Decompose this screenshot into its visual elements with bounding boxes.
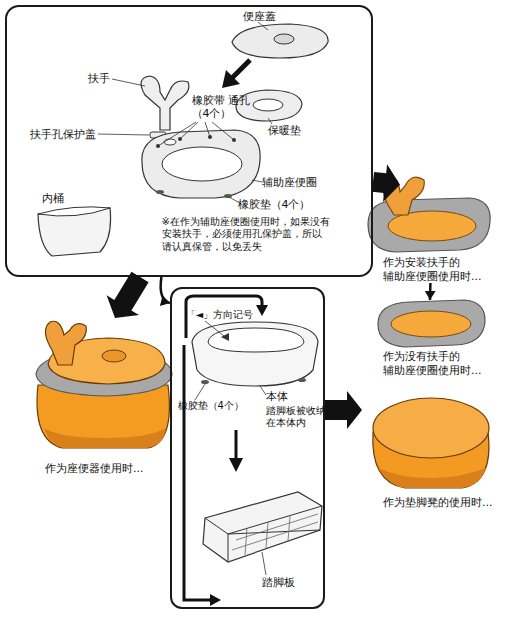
leader-line (158, 122, 196, 146)
part-label: 本体 (266, 390, 288, 404)
armrest-orange (383, 177, 424, 215)
arrow-head (160, 296, 170, 307)
part-label: 「◄」方向记号 (186, 309, 254, 322)
part-label: 踏脚板被收纳 在本体内 (266, 405, 340, 430)
seat-ring-gray (368, 198, 490, 252)
part-label: 便座蓋 (243, 10, 276, 24)
usage-caption: 作为安装扶手的 辅助座便圈使用时... (383, 256, 497, 284)
usage-caption: 作为没有扶手的 辅助座便圈使用时... (383, 350, 497, 378)
usage-illustration: 作为没有扶手的 辅助座便圈使用时... (372, 300, 502, 376)
leader-line (268, 118, 272, 124)
leader-line (212, 122, 234, 140)
flow-arrow (160, 277, 170, 306)
flow-arrow-head (256, 305, 268, 316)
rubber-pad (298, 378, 306, 382)
potty-knob (102, 350, 126, 362)
seat-ring-gray (378, 300, 485, 347)
part-label: 橡胶带 通孔（4个） (192, 94, 264, 122)
part-label: 踏脚板 (262, 576, 295, 590)
part-label: 内桶 (42, 192, 64, 206)
part-label: 橡胶垫（4个） (238, 198, 311, 212)
leader-line (98, 134, 149, 135)
seat-opening (391, 311, 471, 337)
leader-line (195, 384, 205, 400)
footstool-top (373, 398, 489, 458)
leader-line (258, 22, 268, 30)
usage-illustration: 作为垫脚凳的使用时... (362, 392, 512, 514)
flow-bracket (184, 345, 212, 600)
armrest-orange (45, 321, 86, 365)
arrow-head (425, 291, 436, 300)
inner-bucket-rim (38, 207, 110, 216)
rubber-pad (201, 380, 209, 384)
part-label: 辅助座便圈 (262, 176, 317, 190)
flow-arrow-head (210, 594, 221, 606)
footboard (203, 492, 322, 562)
lid-knob (274, 34, 294, 44)
leader-line (205, 122, 210, 137)
footstool-shade (378, 468, 486, 488)
body-opening (208, 328, 304, 352)
leader-line (205, 321, 224, 336)
rubber-pad (156, 190, 164, 194)
flow-arrow (372, 164, 400, 202)
part-label: ※在作为辅助座便圈使用时，如果没有 安装扶手，必须使用孔保护盖，所以 请认真保管… (162, 216, 358, 254)
part-label: 保暖垫 (268, 124, 301, 138)
block-arrow (325, 391, 362, 429)
leader-line (260, 386, 266, 395)
usage-illustration: 作为安装扶手的 辅助座便圈使用时... (400, 175, 495, 283)
warm-pad-hole (253, 99, 283, 111)
assembly-arrow (232, 60, 250, 78)
parts-panel: 便座蓋扶手橡胶带 通孔（4个） 扶手孔保护盖 保暖垫辅助座便圈橡胶垫（4个） ※在作为… (5, 5, 373, 277)
body-panel: 「◄」方向记号本体踏脚板被收纳 在本体内橡胶垫（4个）踏脚板 (170, 287, 325, 609)
usage-caption: 作为垫脚凳的使用时... (383, 496, 493, 510)
footboard-edge (205, 506, 322, 562)
leader-line (112, 79, 145, 86)
arrow-line (161, 277, 170, 303)
block-arrow (107, 272, 149, 318)
leader-line (180, 122, 198, 139)
flow-arrow (235, 430, 238, 460)
usage-illustration: 作为座便器使用时... (28, 318, 178, 483)
flow-arrow-head (229, 458, 243, 472)
leader-line (252, 180, 262, 182)
flow-arrow (325, 391, 362, 429)
armrest (141, 76, 189, 130)
leader-line (262, 552, 266, 575)
arrow-line (429, 283, 432, 300)
assembly-arrow-head (222, 70, 240, 88)
part-label: 扶手孔保护盖 (30, 128, 96, 142)
part-label: 橡胶垫（4个） (178, 400, 244, 413)
potty-base-shade (44, 428, 166, 448)
block-arrow (372, 164, 400, 202)
rubber-pad (224, 194, 232, 198)
main-body (192, 322, 318, 386)
seat-ring-hole (162, 147, 242, 181)
flow-arrow (107, 272, 149, 318)
footboard-grid (232, 514, 318, 555)
usage-caption: 作为座便器使用时... (45, 462, 144, 476)
seat-ring (142, 130, 260, 198)
seat-lid (232, 24, 328, 58)
part-label: 扶手 (88, 72, 110, 86)
armrest-hole (164, 139, 176, 145)
flow-arrow (425, 283, 436, 300)
